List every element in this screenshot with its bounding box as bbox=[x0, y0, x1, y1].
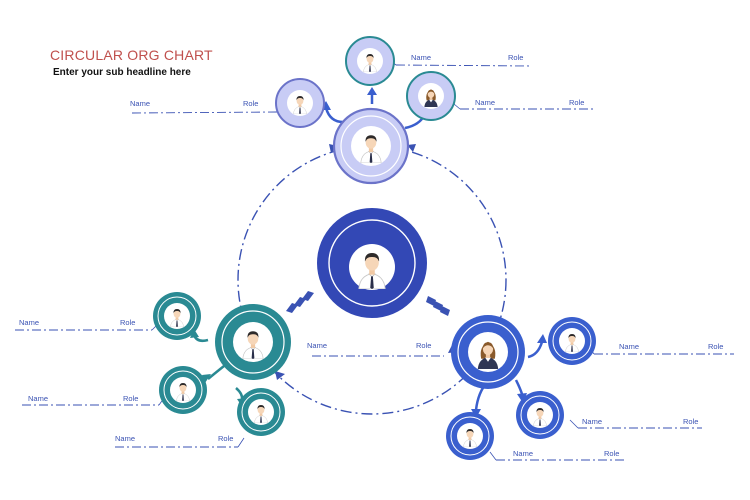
left-member-3[interactable] bbox=[237, 388, 285, 436]
left-member-2-name: Name bbox=[28, 394, 48, 403]
left-member-2-role: Role bbox=[123, 394, 138, 403]
right-member-1-name: Name bbox=[619, 342, 639, 351]
left-member-3-name: Name bbox=[115, 434, 135, 443]
left-member-1-role: Role bbox=[120, 318, 135, 327]
right-group-head[interactable] bbox=[451, 315, 525, 389]
right-member-2[interactable] bbox=[516, 391, 564, 439]
right-member-2-role: Role bbox=[683, 417, 698, 426]
right-member-3-name: Name bbox=[513, 449, 533, 458]
right-member-2-name: Name bbox=[582, 417, 602, 426]
left-head-role: Role bbox=[416, 341, 431, 350]
top-member-2-name: Name bbox=[411, 53, 431, 62]
center-node[interactable] bbox=[317, 208, 427, 318]
top-member-1-role: Role bbox=[243, 99, 258, 108]
right-member-1-role: Role bbox=[708, 342, 723, 351]
left-member-1-name: Name bbox=[19, 318, 39, 327]
left-member-1[interactable] bbox=[153, 292, 201, 340]
chevron-arrow-right bbox=[426, 296, 450, 316]
top-member-1[interactable] bbox=[275, 78, 325, 128]
top-member-3-role: Role bbox=[569, 98, 584, 107]
left-head-name: Name bbox=[307, 341, 327, 350]
chevron-arrow-left bbox=[286, 291, 314, 313]
connector-right-2 bbox=[514, 379, 524, 395]
top-member-3[interactable] bbox=[406, 71, 456, 121]
left-group-head[interactable] bbox=[215, 304, 291, 380]
arrow-to-left-head bbox=[275, 371, 285, 380]
left-member-3-role: Role bbox=[218, 434, 233, 443]
right-member-3[interactable] bbox=[446, 412, 494, 460]
label-lines bbox=[15, 64, 734, 461]
connector-right-1 bbox=[527, 341, 544, 359]
top-member-1-name: Name bbox=[130, 99, 150, 108]
connector-left-2 bbox=[207, 365, 225, 380]
top-member-3-name: Name bbox=[475, 98, 495, 107]
right-member-1[interactable] bbox=[548, 317, 596, 365]
top-group-head[interactable] bbox=[332, 107, 410, 185]
left-member-2[interactable] bbox=[159, 366, 207, 414]
right-member-3-role: Role bbox=[604, 449, 619, 458]
top-member-2[interactable] bbox=[345, 36, 395, 86]
arrow-to-top-head-2 bbox=[407, 144, 416, 152]
page-subtitle: Enter your sub headline here bbox=[53, 67, 191, 78]
connector-left-3 bbox=[235, 387, 244, 401]
top-member-2-role: Role bbox=[508, 53, 523, 62]
page-title: CIRCULAR ORG CHART bbox=[50, 47, 213, 63]
connector-top-left bbox=[324, 107, 344, 124]
